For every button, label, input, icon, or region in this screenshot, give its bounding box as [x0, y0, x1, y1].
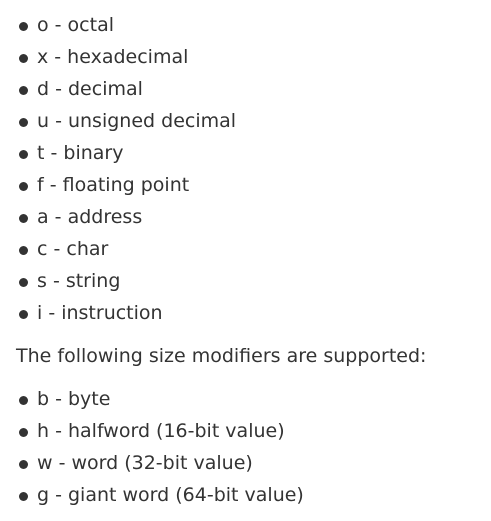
- list-item-text: a - address: [37, 206, 143, 228]
- list-item: b - byte: [16, 383, 491, 415]
- list-item: c - char: [16, 233, 491, 265]
- bullet-icon: [19, 427, 28, 437]
- list-item-text: x - hexadecimal: [37, 46, 189, 68]
- list-item-text: w - word (32-bit value): [37, 452, 253, 474]
- bullet-icon: [19, 181, 28, 191]
- bullet-icon: [19, 21, 28, 31]
- bullet-icon: [19, 117, 28, 127]
- size-modifier-list: b - byte h - halfword (16-bit value) w -…: [16, 383, 491, 511]
- list-item-text: h - halfword (16-bit value): [37, 420, 285, 442]
- bullet-icon: [19, 245, 28, 255]
- list-item: f - floating point: [16, 169, 491, 201]
- list-item-text: i - instruction: [37, 302, 163, 324]
- bullet-icon: [19, 459, 28, 469]
- size-modifiers-intro: The following size modifiers are support…: [16, 345, 427, 367]
- bullet-icon: [19, 149, 28, 159]
- list-item: u - unsigned decimal: [16, 105, 491, 137]
- list-item-text: t - binary: [37, 142, 124, 164]
- list-item: i - instruction: [16, 297, 491, 329]
- list-item-text: o - octal: [37, 14, 115, 36]
- list-item: g - giant word (64-bit value): [16, 479, 491, 511]
- list-item: d - decimal: [16, 73, 491, 105]
- list-item-text: d - decimal: [37, 78, 143, 100]
- bullet-icon: [19, 85, 28, 95]
- list-item: o - octal: [16, 9, 491, 41]
- bullet-icon: [19, 53, 28, 63]
- list-item-text: f - floating point: [37, 174, 190, 196]
- format-list: o - octal x - hexadecimal d - decimal u …: [16, 9, 491, 329]
- list-item-text: c - char: [37, 238, 109, 260]
- bullet-icon: [19, 309, 28, 319]
- list-item-text: u - unsigned decimal: [37, 110, 237, 132]
- list-item-text: b - byte: [37, 388, 111, 410]
- list-item: s - string: [16, 265, 491, 297]
- list-item: t - binary: [16, 137, 491, 169]
- list-item: h - halfword (16-bit value): [16, 415, 491, 447]
- bullet-icon: [19, 395, 28, 405]
- list-item: x - hexadecimal: [16, 41, 491, 73]
- list-item-text: g - giant word (64-bit value): [37, 484, 304, 506]
- bullet-icon: [19, 277, 28, 287]
- list-item: w - word (32-bit value): [16, 447, 491, 479]
- list-item-text: s - string: [37, 270, 121, 292]
- list-item: a - address: [16, 201, 491, 233]
- bullet-icon: [19, 491, 28, 501]
- bullet-icon: [19, 213, 28, 223]
